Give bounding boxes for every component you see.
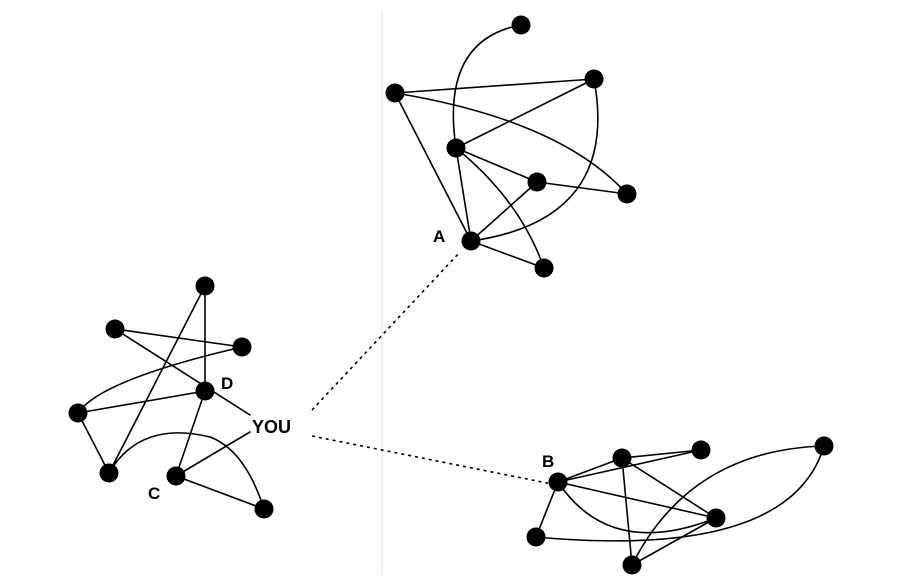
edge xyxy=(175,475,265,510)
edge xyxy=(621,457,717,519)
node xyxy=(232,337,252,357)
node xyxy=(195,276,215,296)
label-b: B xyxy=(542,452,554,471)
node xyxy=(527,172,547,192)
node xyxy=(617,184,637,204)
cluster-a-nodes xyxy=(385,15,637,278)
edge xyxy=(108,285,206,474)
edge xyxy=(394,78,595,94)
edge xyxy=(394,92,628,195)
edge xyxy=(114,328,251,416)
edge xyxy=(557,457,623,483)
edge xyxy=(621,457,633,566)
edge xyxy=(535,481,559,538)
node xyxy=(99,463,119,483)
edge xyxy=(557,481,717,519)
edge xyxy=(455,147,472,242)
tie-you-to-b xyxy=(311,435,553,485)
node xyxy=(105,319,125,339)
node xyxy=(526,527,546,547)
node xyxy=(68,403,88,423)
edge xyxy=(77,412,110,474)
edge xyxy=(621,449,702,459)
label-d: D xyxy=(221,374,233,393)
node xyxy=(511,15,531,35)
node xyxy=(584,69,604,89)
edge xyxy=(77,390,206,414)
cluster-d-edges xyxy=(77,285,265,510)
cluster-d-nodes xyxy=(68,276,274,519)
edge xyxy=(557,449,702,483)
node xyxy=(622,555,642,575)
node-c xyxy=(166,466,186,486)
edge xyxy=(108,432,265,510)
node xyxy=(254,499,274,519)
node xyxy=(534,258,554,278)
edge xyxy=(394,92,472,242)
tie-you-to-a xyxy=(311,251,461,411)
node xyxy=(612,448,632,468)
edge xyxy=(470,181,538,242)
edge xyxy=(631,517,717,566)
edge xyxy=(536,181,628,195)
cluster-b-nodes xyxy=(526,436,834,575)
edge xyxy=(452,24,522,149)
node-b xyxy=(548,472,568,492)
edge xyxy=(557,481,717,534)
cluster-b-edges xyxy=(535,445,825,566)
cluster-a-edges xyxy=(394,24,628,269)
node xyxy=(814,436,834,456)
edge xyxy=(455,147,538,183)
edge xyxy=(470,240,545,269)
edge xyxy=(455,147,545,269)
node-d xyxy=(195,381,215,401)
node xyxy=(385,83,405,103)
edge xyxy=(631,445,825,566)
label-c: C xyxy=(148,484,160,503)
node xyxy=(706,508,726,528)
node xyxy=(446,138,466,158)
label-you: YOU xyxy=(252,417,291,437)
edge xyxy=(535,445,825,542)
edge xyxy=(77,346,243,414)
node xyxy=(691,440,711,460)
label-a: A xyxy=(433,227,445,246)
edge xyxy=(470,78,599,242)
edge xyxy=(455,78,595,149)
node-a xyxy=(461,231,481,251)
edge xyxy=(175,431,251,477)
